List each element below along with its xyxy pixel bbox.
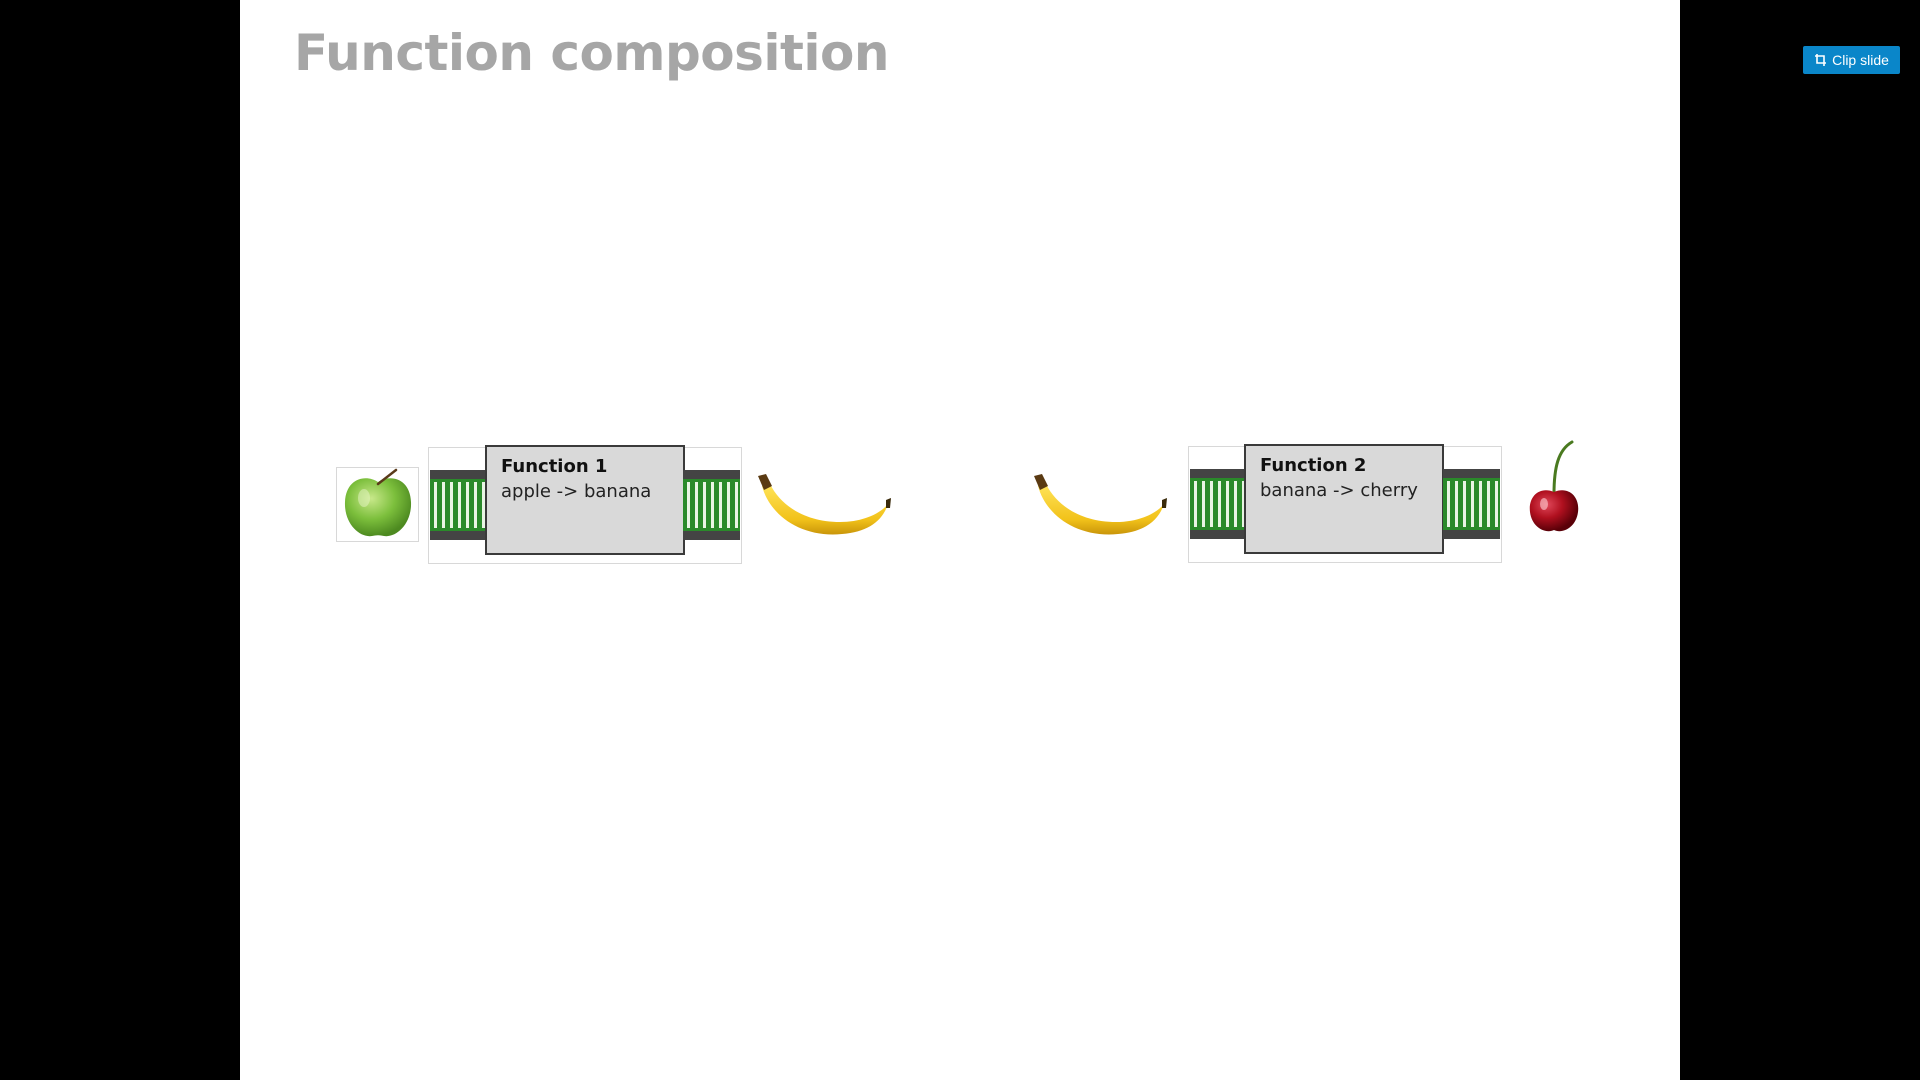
slide-title: Function composition xyxy=(294,24,890,82)
clip-icon xyxy=(1815,54,1827,66)
function1-name: Function 1 xyxy=(501,456,608,477)
function1-signature: apple -> banana xyxy=(501,481,652,502)
cherry-icon xyxy=(1529,440,1579,532)
clip-slide-button[interactable]: Clip slide xyxy=(1803,46,1900,74)
function2-name: Function 2 xyxy=(1260,455,1367,476)
conveyor-belt-out-2 xyxy=(1443,469,1500,539)
function2-box: Function 2 banana -> cherry xyxy=(1244,444,1444,554)
slide: Function composition xyxy=(240,0,1680,1080)
apple-image-frame xyxy=(336,467,419,542)
apple-icon xyxy=(344,468,412,537)
conveyor-belt-in-1 xyxy=(430,470,487,540)
function1-box: Function 1 apple -> banana xyxy=(485,445,685,555)
conveyor-belt-out-1 xyxy=(683,470,740,540)
conveyor-belt-in-2 xyxy=(1190,469,1247,539)
clip-slide-label: Clip slide xyxy=(1832,52,1889,68)
banana-icon xyxy=(758,474,891,535)
function2-signature: banana -> cherry xyxy=(1260,480,1418,501)
composition-diagram: Function 1 apple -> banana xyxy=(240,0,1680,1080)
banana-icon xyxy=(1034,474,1167,535)
